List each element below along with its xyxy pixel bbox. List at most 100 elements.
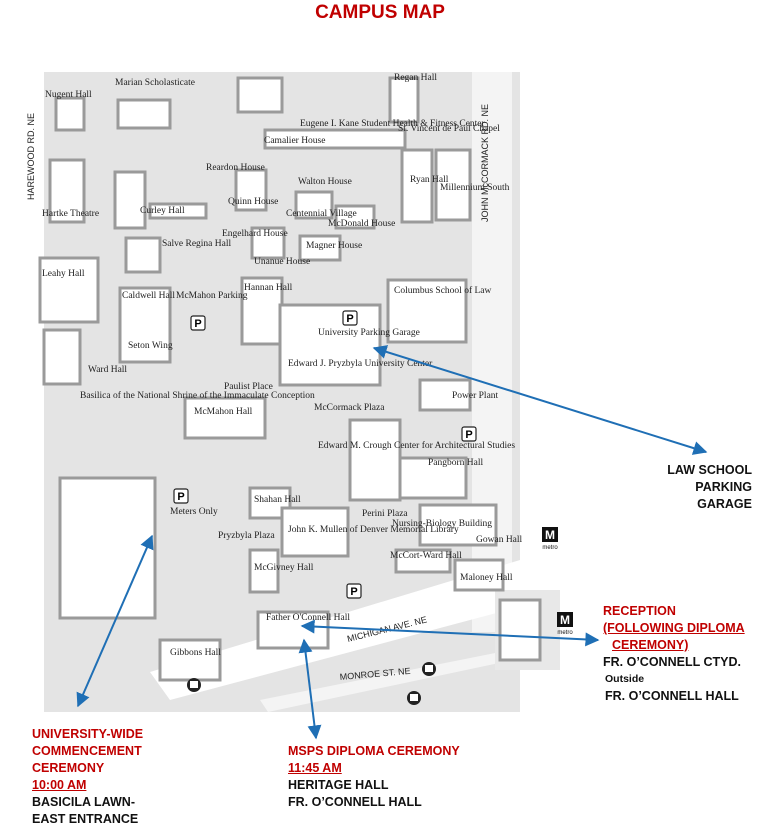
- road-label-harewood: HAREWOOD RD. NE: [26, 113, 36, 200]
- university-wide-callout: UNIVERSITY-WIDE COMMENCEMENT CEREMONY 10…: [32, 726, 143, 828]
- callout-line: FR. O’CONNELL CTYD.: [603, 655, 741, 669]
- label-curley: Curley Hall: [140, 206, 185, 216]
- label-paulist-place: Paulist Place: [224, 382, 273, 392]
- svg-text:M: M: [560, 613, 570, 627]
- building-shapes: [38, 76, 542, 682]
- label-engelhard: Engelhard House: [222, 229, 288, 239]
- pangborn-building: [398, 456, 468, 500]
- label-hannan: Hannan Hall: [244, 283, 293, 293]
- label-ryan: Ryan Hall: [410, 175, 449, 185]
- svg-text:metro: metro: [557, 630, 573, 636]
- maloney-building: [453, 558, 505, 592]
- callout-line: PARKING: [695, 480, 752, 494]
- callout-line: UNIVERSITY-WIDE: [32, 727, 144, 741]
- label-centennial: Centennial Village: [286, 209, 357, 219]
- curley-hall-building: [113, 170, 147, 230]
- road-label-mccormack: JOHN McCORMACK RD. NE: [480, 104, 490, 222]
- label-maloney: Maloney Hall: [460, 573, 513, 583]
- callout-line: Outside: [605, 673, 645, 685]
- metro-icon: M metro: [557, 612, 573, 636]
- callout-line: (FOLLOWING DIPLOMA: [603, 621, 745, 635]
- millennium-building: [434, 148, 472, 222]
- svg-text:metro: metro: [542, 545, 558, 551]
- label-st-vincent: St. Vincent de Paul Chapel: [398, 124, 500, 134]
- north-building: [236, 76, 284, 114]
- parking-icon: P: [346, 583, 362, 599]
- callout-line: GARAGE: [697, 497, 752, 511]
- label-mccormack-plaza: McCormack Plaza: [314, 403, 385, 413]
- callout-line: HERITAGE HALL: [288, 778, 389, 792]
- label-university-center: Edward J. Pryzbyla University Center: [288, 359, 433, 369]
- label-seton-wing: Seton Wing: [128, 341, 173, 351]
- callout-time: 10:00 AM: [32, 778, 87, 792]
- arrow-university-wide: [76, 534, 154, 708]
- label-magner: Magner House: [306, 241, 362, 251]
- shahan-building: [248, 486, 292, 520]
- label-parking-garage: University Parking Garage: [318, 328, 420, 338]
- mccort-ward-building: [394, 548, 452, 574]
- label-millennium: Millennium South: [440, 183, 510, 193]
- bus-icon: [187, 678, 201, 692]
- svg-text:M: M: [545, 528, 555, 542]
- mcmahon-hall-building: [183, 396, 267, 440]
- parking-icon-label: P: [177, 491, 184, 503]
- building-labels: Nugent Hall Marian Scholasticate Regan H…: [42, 73, 523, 658]
- label-mcmahon-parking: McMahon Parking: [176, 291, 248, 301]
- reception-callout: RECEPTION (FOLLOWING DIPLOMA CEREMONY) F…: [603, 603, 745, 705]
- quinn-house-building: [234, 168, 268, 212]
- regan-hall-building: [388, 76, 420, 124]
- parking-icon: P: [173, 488, 189, 504]
- msps-callout: MSPS DIPLOMA CEREMONY 11:45 AM HERITAGE …: [288, 743, 460, 811]
- mcdonald-building: [334, 204, 376, 230]
- label-regan: Regan Hall: [394, 73, 437, 83]
- label-salve-regina: Salve Regina Hall: [162, 239, 231, 249]
- callout-line: CEREMONY: [32, 761, 105, 775]
- engelhard-building: [250, 226, 286, 260]
- callout-time: 11:45 AM: [288, 761, 342, 775]
- arrow-reception: [300, 619, 600, 647]
- callout-line: FR. O’CONNELL HALL: [605, 689, 739, 703]
- label-reardon: Reardon House: [206, 163, 265, 173]
- label-law-school: Columbus School of Law: [394, 285, 492, 296]
- label-mccort-ward: McCort-Ward Hall: [390, 551, 462, 561]
- ryan-hall-building: [400, 148, 434, 224]
- label-caldwell: Caldwell Hall: [122, 291, 175, 301]
- bus-icon: [422, 662, 436, 676]
- callout-line: EAST ENTRANCE: [32, 812, 139, 826]
- label-pangborn: Pangborn Hall: [428, 458, 484, 468]
- crough-building: [348, 418, 402, 502]
- label-perini-plaza: Perini Plaza: [362, 509, 408, 519]
- salve-regina-building: [124, 236, 162, 274]
- label-nugent-hall: Nugent Hall: [45, 90, 92, 100]
- gibbons-building: [158, 638, 222, 682]
- monroe-street: [260, 640, 560, 712]
- marian-building: [116, 98, 172, 130]
- label-nursing-biology: Nursing-Biology Building: [392, 519, 492, 529]
- callout-line: COMMENCEMENT: [32, 744, 142, 758]
- caldwell-building: [118, 286, 172, 364]
- mccormack-road: [472, 72, 512, 632]
- label-meters-only: Meters Only: [170, 507, 218, 517]
- metro-building: [498, 598, 542, 662]
- label-mcgivney: McGivney Hall: [254, 563, 314, 573]
- curley-annex: [148, 202, 208, 220]
- parking-icon: P: [342, 310, 358, 326]
- parking-icon-label: P: [194, 318, 201, 330]
- arrow-law-school: [372, 345, 708, 455]
- parking-icon: P: [190, 315, 206, 331]
- bus-icon: [407, 691, 421, 705]
- label-camalier: Camalier House: [264, 136, 325, 146]
- parking-icon-label: P: [346, 313, 353, 325]
- parking-icon-label: P: [465, 429, 472, 441]
- label-leahy: Leahy Hall: [42, 269, 85, 279]
- label-hartke: Hartke Theatre: [42, 209, 99, 219]
- label-kane-center: Eugene I. Kane Student Health & Fitness …: [300, 119, 486, 129]
- mcgivney-building: [248, 548, 280, 594]
- nursing-biology-building: [418, 503, 498, 547]
- label-shahan: Shahan Hall: [254, 495, 301, 505]
- basilica-building: [58, 476, 157, 620]
- hartke-theatre-building: [48, 158, 86, 224]
- parking-icon-label: P: [350, 586, 357, 598]
- leahy-hall-building: [38, 256, 100, 324]
